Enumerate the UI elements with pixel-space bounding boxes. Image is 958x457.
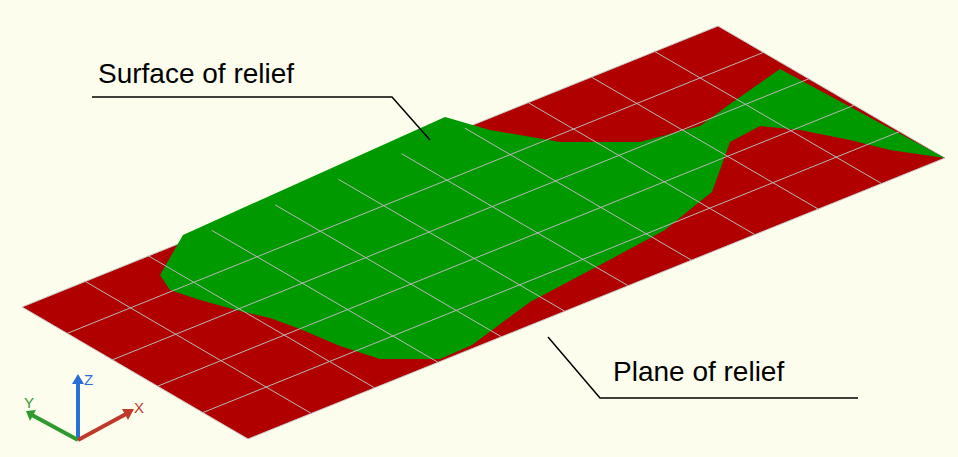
- axis-label: X: [134, 400, 144, 416]
- callout-label: Surface of relief: [98, 58, 294, 90]
- grid-line: [112, 79, 808, 360]
- grid-line: [149, 256, 375, 388]
- relief-surface: [160, 69, 945, 359]
- grid-line: [528, 103, 755, 235]
- grid-line: [465, 128, 692, 260]
- ucs-icon: [26, 374, 134, 440]
- relief-plane: [22, 26, 945, 439]
- grid-line: [158, 105, 855, 386]
- grid-line: [85, 281, 311, 413]
- axis-label: Z: [84, 372, 93, 388]
- grid-line: [212, 230, 438, 362]
- grid-lines: [67, 52, 899, 414]
- leader-lines: [92, 97, 858, 398]
- callout-label: Plane of relief: [613, 356, 784, 388]
- axis-label: Y: [24, 395, 34, 411]
- grid-line: [67, 52, 763, 333]
- grid-line: [402, 154, 629, 286]
- grid-line: [203, 132, 900, 413]
- grid-line: [338, 179, 564, 311]
- grid-line: [655, 52, 882, 184]
- grid-line: [275, 205, 501, 337]
- grid-line: [591, 77, 818, 209]
